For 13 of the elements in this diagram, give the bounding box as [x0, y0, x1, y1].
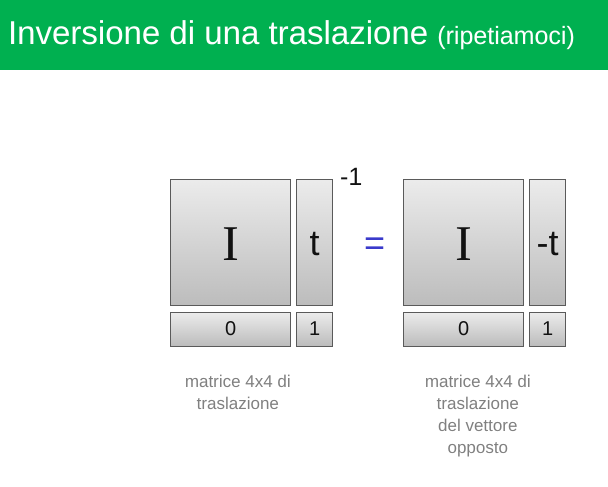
matrix-entry: 1	[529, 312, 566, 347]
matrix-entry: 1	[296, 312, 333, 347]
caption: matrice 4x4 di traslazione del vettore opposto	[424, 371, 532, 459]
equals-sign: =	[364, 222, 386, 264]
exponent: -1	[340, 163, 362, 192]
matrix-block: I	[170, 179, 291, 306]
matrix-column: -t	[529, 179, 566, 306]
matrix-row: 0	[170, 312, 291, 347]
matrix-column: t	[296, 179, 333, 306]
caption: matrice 4x4 di traslazione	[184, 371, 292, 415]
matrix-row: 0	[403, 312, 524, 347]
slide-title: Inversione di una traslazione (ripetiamoci)	[8, 13, 575, 53]
matrix-block: I	[403, 179, 524, 306]
